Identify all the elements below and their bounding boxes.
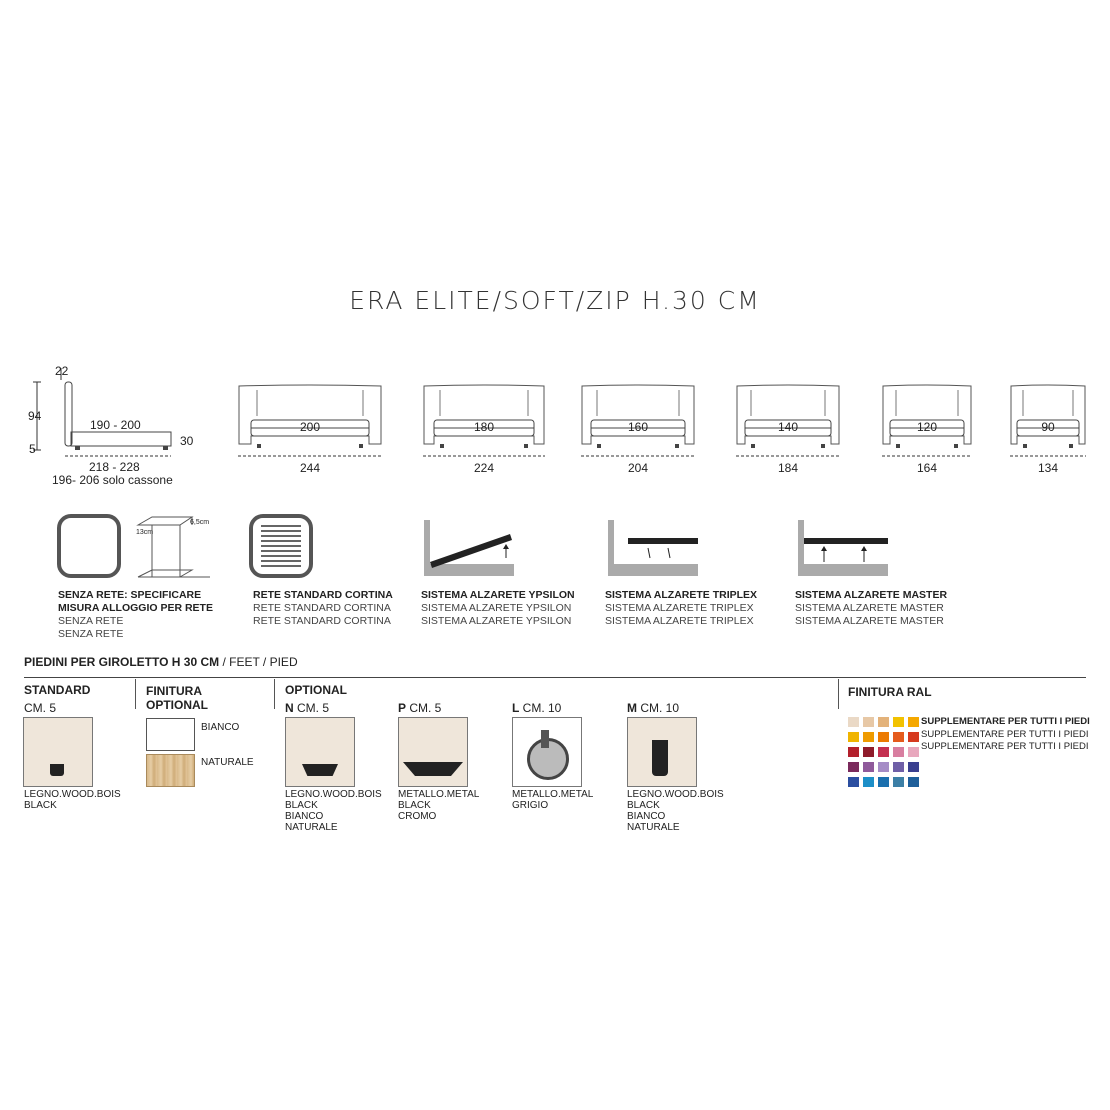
optional-foot-image: [398, 717, 468, 787]
ral-swatch: [908, 777, 919, 787]
ral-swatch: [863, 777, 874, 787]
optional-foot-image: [512, 717, 582, 787]
ral-swatch: [848, 762, 859, 772]
ral-swatch: [863, 717, 874, 727]
ral-swatch: [908, 717, 919, 727]
bed-inner-width: 140: [777, 420, 799, 434]
divider: [24, 677, 1086, 678]
ral-swatch: [878, 777, 889, 787]
separator: [838, 679, 839, 709]
bed-outer-width: 184: [777, 461, 799, 475]
cs-dim2: 13cm: [136, 529, 154, 536]
ral-swatch: [878, 747, 889, 757]
dim-base: 30: [180, 434, 194, 448]
ral-swatch: [893, 777, 904, 787]
dim-length: 218 - 228: [89, 460, 140, 474]
optional-foot-size: N CM. 5: [285, 701, 330, 715]
separator: [135, 679, 136, 709]
master-icon: [798, 520, 888, 576]
bianco-label: BIANCO: [201, 722, 240, 733]
bed-inner-width: 200: [299, 420, 321, 434]
ral-swatch: [878, 717, 889, 727]
ral-swatch: [908, 747, 919, 757]
ral-swatch: [878, 762, 889, 772]
ral-swatch: [863, 732, 874, 742]
bed-outer-width: 134: [1037, 461, 1059, 475]
naturale-label: NATURALE: [201, 757, 254, 768]
bed-front-view: [1010, 384, 1086, 457]
dim-top: 22: [55, 364, 69, 378]
bed-outer-width: 224: [473, 461, 495, 475]
standard-title: STANDARD: [24, 683, 91, 697]
ral-swatch: [848, 747, 859, 757]
ral-swatch: [893, 732, 904, 742]
optional-foot-size: M CM. 10: [627, 701, 680, 715]
slats-icon: [249, 514, 313, 578]
feet-header: PIEDINI PER GIROLETTO H 30 CM / FEET / P…: [24, 655, 298, 669]
bed-front-view: [423, 384, 545, 457]
ral-swatch: [863, 762, 874, 772]
dim-height: 94: [28, 409, 42, 423]
bed-inner-width: 90: [1041, 420, 1055, 434]
ral-swatch: [878, 732, 889, 742]
bed-front-view: [736, 384, 840, 457]
bed-outer-width: 164: [916, 461, 938, 475]
ral-swatch: [848, 732, 859, 742]
page-title: ERA ELITE/SOFT/ZIP H.30 CM: [349, 286, 761, 315]
optional-foot-image: [285, 717, 355, 787]
optional-title: OPTIONAL: [285, 683, 347, 697]
bed-inner-width: 160: [627, 420, 649, 434]
ral-swatch: [848, 717, 859, 727]
cross-section-diagram: [136, 516, 210, 578]
ral-swatch: [893, 762, 904, 772]
standard-size: CM. 5: [24, 701, 57, 715]
dim-inner: 190 - 200: [90, 418, 141, 432]
standard-foot-image: [23, 717, 93, 787]
ral-swatch: [908, 762, 919, 772]
ral-title: FINITURA RAL: [848, 685, 932, 699]
no-slats-icon: [57, 514, 121, 578]
optional-foot-size: P CM. 5: [398, 701, 442, 715]
bed-front-view: [882, 384, 972, 457]
triplex-icon: [608, 520, 698, 576]
naturale-swatch: [146, 754, 195, 787]
dim-note: 196- 206 solo cassone: [52, 473, 173, 487]
bed-inner-width: 180: [473, 420, 495, 434]
bed-outer-width: 244: [299, 461, 321, 475]
bed-front-view: [238, 384, 382, 457]
bed-front-view: [581, 384, 695, 457]
bed-outer-width: 204: [627, 461, 649, 475]
bed-inner-width: 120: [916, 420, 938, 434]
side-view-diagram: [33, 368, 172, 457]
bianco-swatch: [146, 718, 195, 751]
dim-feet: 5: [29, 442, 36, 456]
ral-swatch: [863, 747, 874, 757]
ypsilon-icon: [424, 520, 514, 576]
ral-swatch: [848, 777, 859, 787]
separator: [274, 679, 275, 709]
ral-swatch: [893, 717, 904, 727]
ral-swatch: [908, 732, 919, 742]
cs-dim1: 6,5cm: [190, 519, 210, 526]
optional-foot-size: L CM. 10: [512, 701, 562, 715]
optional-foot-image: [627, 717, 697, 787]
ral-swatch: [893, 747, 904, 757]
